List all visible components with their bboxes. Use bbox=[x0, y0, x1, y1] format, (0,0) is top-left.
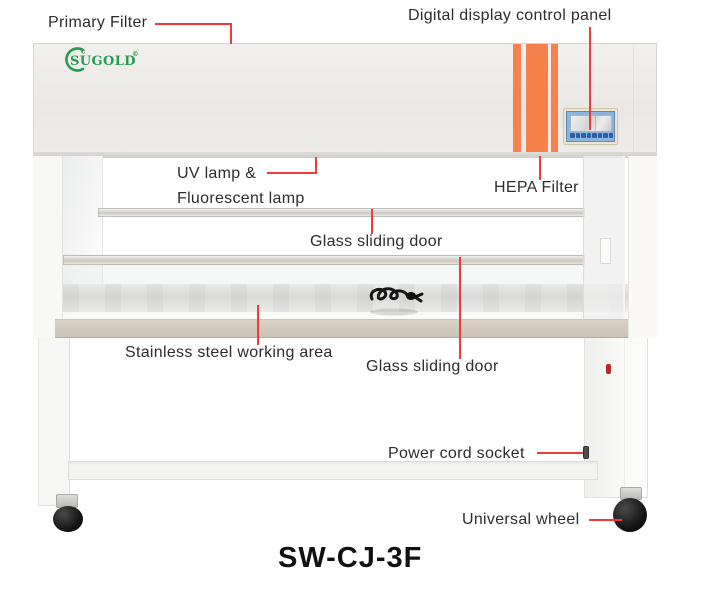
bench-front-edge bbox=[55, 319, 628, 338]
callout-label-line1: UV lamp & bbox=[177, 165, 257, 182]
control-screen bbox=[570, 115, 612, 132]
control-button bbox=[575, 133, 580, 138]
power-cord bbox=[369, 287, 424, 316]
control-button bbox=[608, 133, 613, 138]
callout-label: Power cord socket bbox=[388, 445, 525, 462]
leader-line bbox=[315, 157, 317, 174]
head-bottom-shadow bbox=[33, 152, 657, 158]
callout-label: Universal wheel bbox=[462, 511, 580, 528]
brand-logo: c SUGOLD ® bbox=[65, 47, 139, 72]
glass-door-upper-rail bbox=[98, 208, 585, 217]
power-indicator-light bbox=[606, 364, 611, 374]
glass-clip bbox=[600, 238, 611, 264]
left-leg bbox=[38, 338, 70, 506]
leader-line bbox=[257, 305, 259, 345]
registered-mark: ® bbox=[132, 50, 139, 58]
leader-line bbox=[589, 27, 591, 130]
cord-shadow bbox=[370, 308, 418, 316]
glass-door-lower-rail bbox=[63, 255, 585, 265]
callout-label: HEPA Filter bbox=[494, 179, 579, 196]
orange-stripe bbox=[551, 44, 558, 154]
surface-reflections bbox=[63, 284, 628, 316]
leader-line bbox=[155, 23, 232, 25]
callout-label: Primary Filter bbox=[48, 14, 148, 31]
power-cord-socket bbox=[583, 446, 589, 459]
glass-door-pane bbox=[63, 265, 585, 285]
right-side-panel bbox=[628, 156, 657, 338]
caster-wheel bbox=[613, 498, 647, 532]
callout-label-line2: Fluorescent lamp bbox=[177, 190, 305, 207]
left-side-panel bbox=[33, 156, 63, 340]
leader-line bbox=[230, 23, 232, 44]
leader-line bbox=[267, 172, 317, 174]
surface-glint bbox=[63, 312, 628, 319]
leg-seam bbox=[624, 338, 625, 497]
right-glass-panel bbox=[583, 156, 625, 319]
control-button bbox=[570, 133, 575, 138]
leader-line bbox=[539, 156, 541, 180]
leader-line bbox=[371, 209, 373, 234]
control-button bbox=[586, 133, 591, 138]
callout-label: Glass sliding door bbox=[310, 233, 443, 250]
leader-line bbox=[537, 452, 583, 454]
leader-line bbox=[589, 519, 622, 521]
brand-name: SUGOLD bbox=[70, 54, 136, 69]
orange-stripe bbox=[513, 44, 521, 154]
cord-plug bbox=[406, 292, 416, 300]
model-number: SW-CJ-3F bbox=[278, 542, 423, 574]
cross-brace bbox=[68, 461, 598, 480]
control-button bbox=[597, 133, 602, 138]
callout-label: Glass sliding door bbox=[366, 358, 499, 375]
callout-label: Stainless steel working area bbox=[125, 344, 333, 361]
orange-stripe bbox=[526, 44, 548, 154]
callout-label: UV lamp & Fluorescent lamp bbox=[177, 161, 305, 211]
control-button bbox=[603, 133, 608, 138]
callout-label: Digital display control panel bbox=[408, 7, 612, 24]
control-button bbox=[592, 133, 597, 138]
logo-c-arc bbox=[65, 47, 85, 72]
logo-small-c: c bbox=[81, 47, 85, 56]
cord-coil bbox=[369, 287, 424, 303]
head-seam bbox=[633, 44, 634, 155]
control-button bbox=[581, 133, 586, 138]
control-buttons bbox=[570, 133, 613, 138]
leader-line bbox=[459, 257, 461, 359]
caster-wheel bbox=[53, 506, 83, 532]
screen-divider bbox=[595, 116, 596, 131]
work-surface bbox=[63, 284, 628, 316]
